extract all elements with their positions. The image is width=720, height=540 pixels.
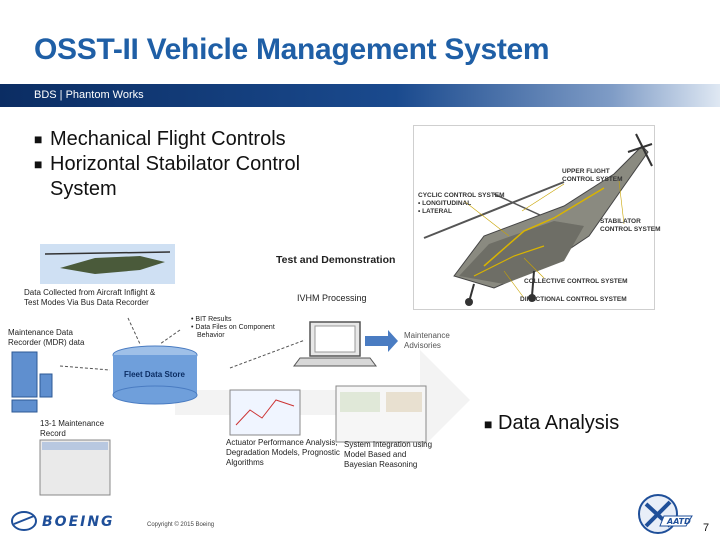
square-bullet-icon: ■ (484, 416, 493, 432)
svg-text:AATD: AATD (666, 517, 691, 526)
callout-collective: COLLECTIVE CONTROL SYSTEM (524, 278, 628, 285)
slide-subtitle: BDS | Phantom Works (34, 89, 144, 101)
callout-cyclic: CYCLIC CONTROL SYSTEM • LONGITUDINAL • L… (418, 192, 505, 215)
label-data-collected: Data Collected from Aircraft Inflight &T… (24, 288, 156, 307)
label-ivhm: IVHM Processing (297, 293, 367, 303)
boeing-logo-icon: BOEING (11, 511, 115, 531)
bullet-list: ■ Mechanical Flight Controls ■ Horizonta… (34, 127, 394, 202)
page-number: 7 (703, 522, 710, 534)
square-bullet-icon: ■ (34, 131, 43, 147)
callout-stabilator: STABILATOR CONTROL SYSTEM (600, 218, 661, 233)
label-actuator: Actuator Performance Analysis,Degradatio… (226, 438, 340, 467)
helicopter-illustration (423, 133, 653, 306)
label-test-demo: Test and Demonstration (276, 254, 396, 266)
aato-logo-icon: AATD (638, 494, 693, 534)
slide-title: OSST-II Vehicle Management System (34, 33, 550, 66)
square-bullet-icon: ■ (34, 156, 43, 172)
bullet-item: ■ Horizontal Stabilator Control System (34, 153, 301, 200)
copyright-text: Copyright © 2015 Boeing (147, 522, 215, 528)
callout-upper-flight: UPPER FLIGHT CONTROL SYSTEM (562, 168, 623, 183)
svg-text:BOEING: BOEING (42, 514, 115, 530)
helicopter-controls-image: UPPER FLIGHT CONTROL SYSTEM CYCLIC CONTR… (413, 125, 661, 310)
title-band: BDS | Phantom Works (0, 84, 720, 107)
bullet-data-analysis: ■ Data Analysis (484, 412, 620, 434)
label-fleet: Fleet Data Store (124, 370, 185, 379)
bullet-item: ■ Mechanical Flight Controls (34, 128, 286, 150)
ivhm-process-diagram (11, 244, 470, 496)
callout-directional: DIRECTIONAL CONTROL SYSTEM (520, 296, 627, 303)
